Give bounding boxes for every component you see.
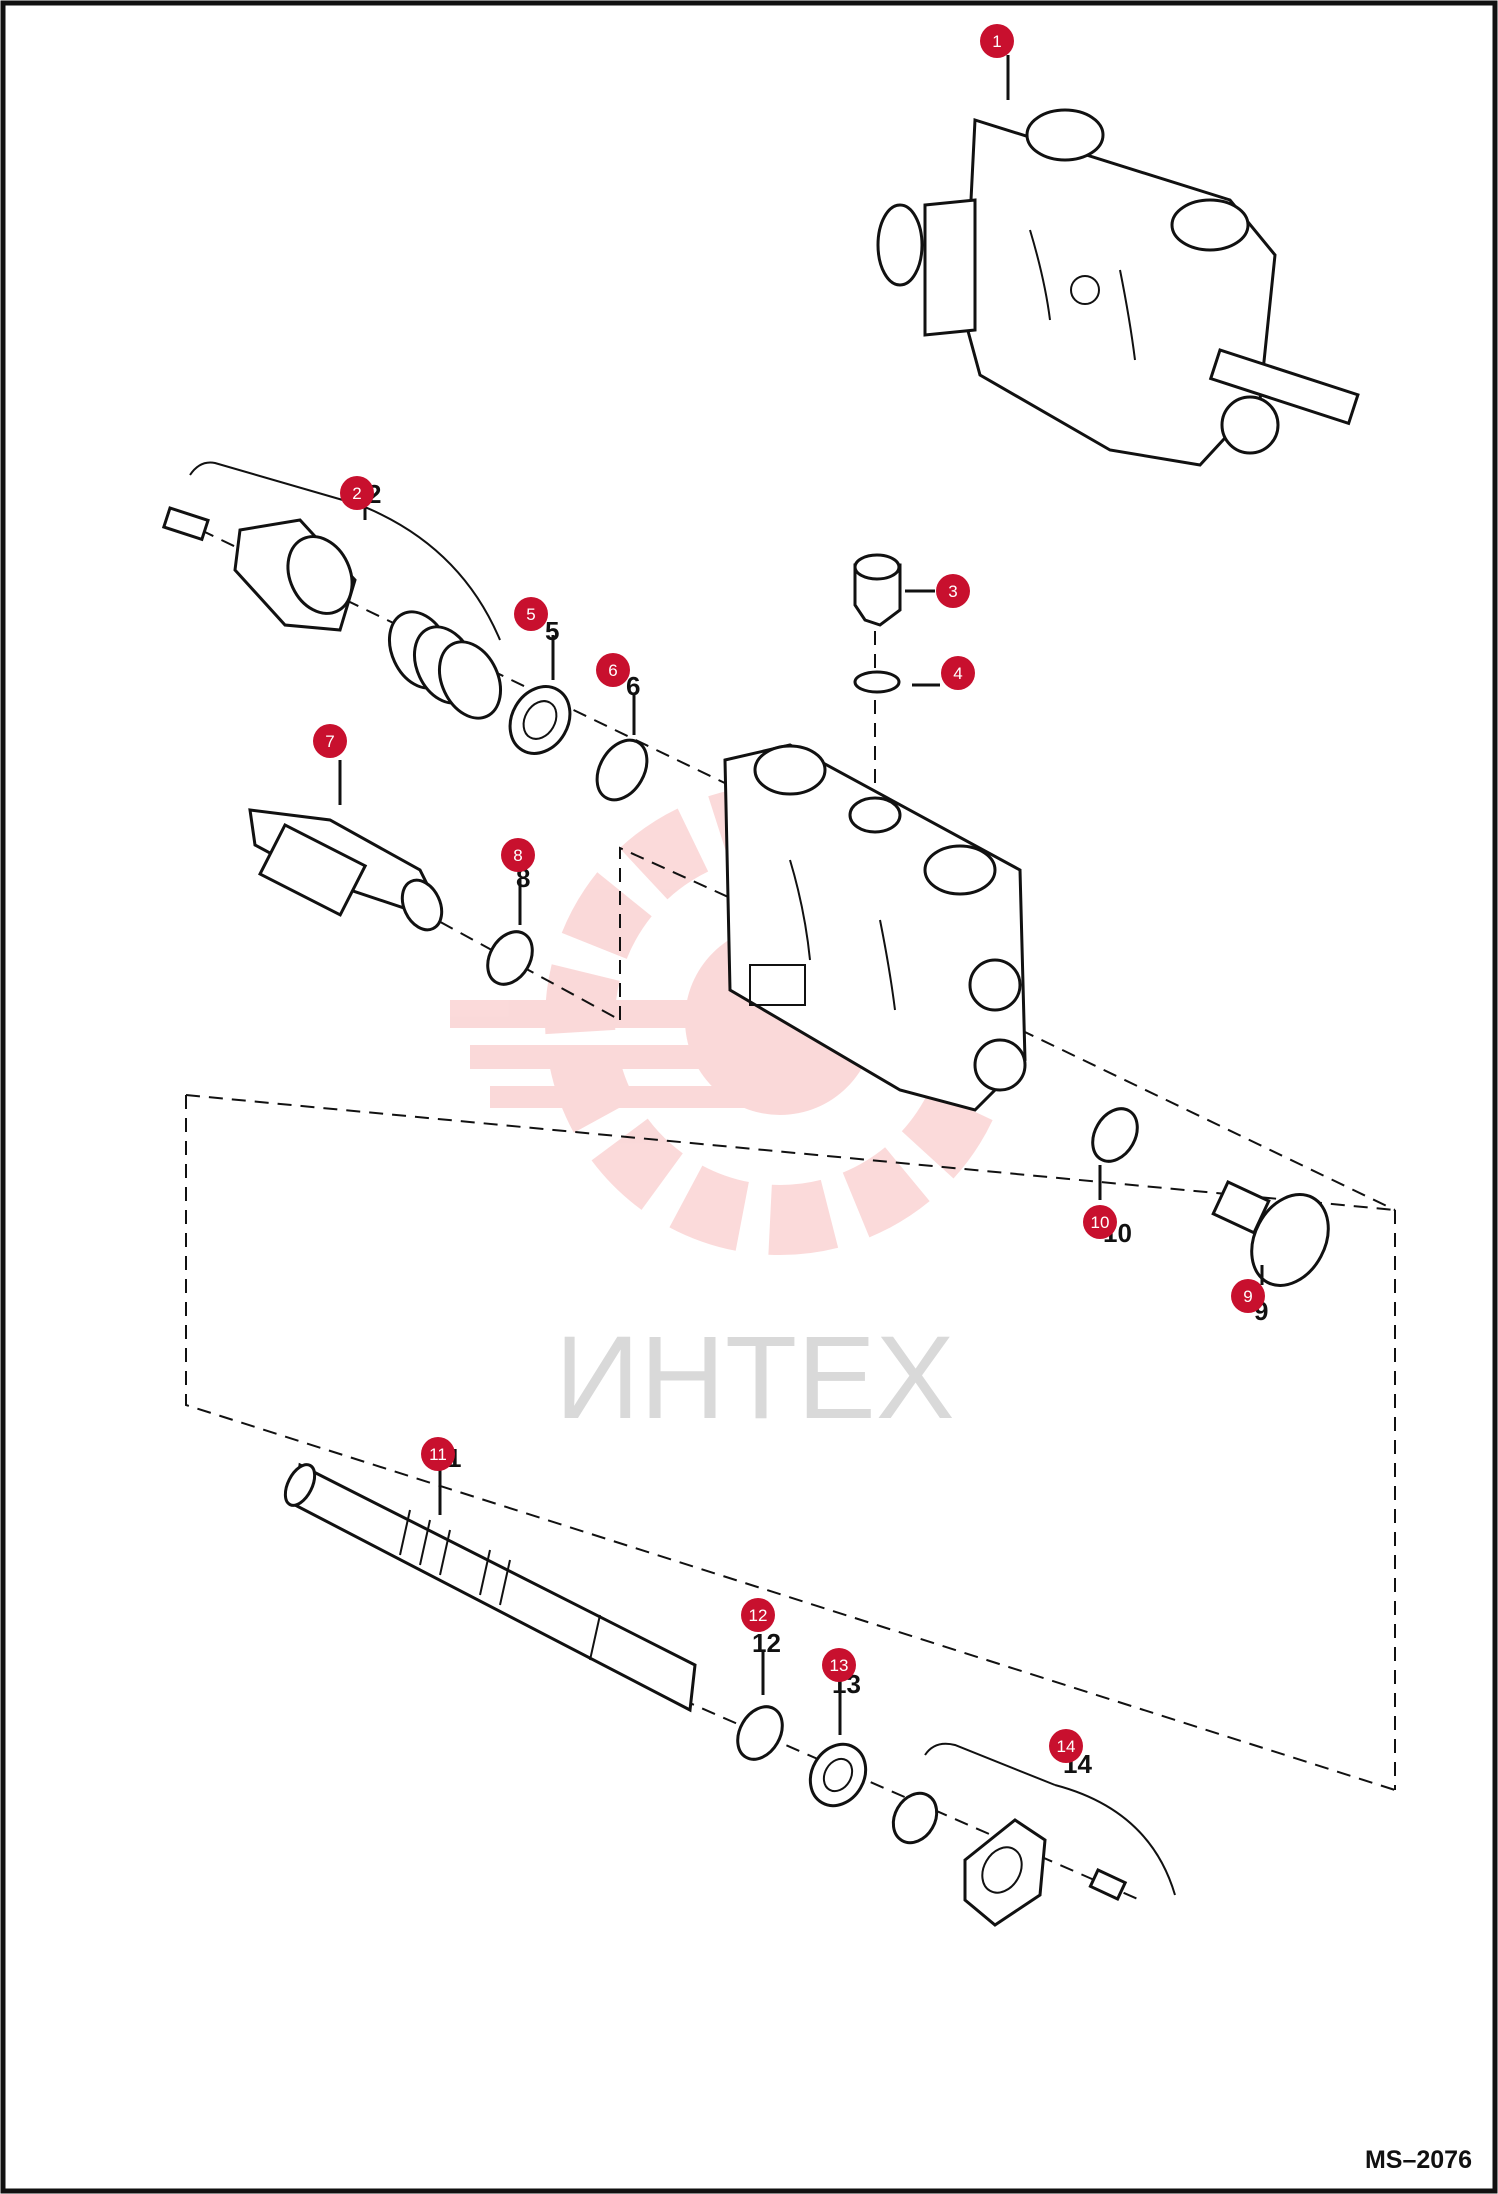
callout-markers: 1 2 3 4 5 6 7 8 [313,24,1265,1763]
callout-4[interactable]: 4 [941,656,975,690]
svg-text:6: 6 [608,661,617,680]
part-12-o-ring [736,1705,784,1761]
callout-6[interactable]: 6 [596,653,630,687]
svg-text:14: 14 [1057,1737,1076,1756]
callout-14[interactable]: 14 [1049,1729,1083,1763]
valve-body [723,743,1027,1112]
ref-label-5: 5 [545,616,559,646]
part-13-washer [808,1742,868,1808]
ref-label-6: 6 [626,671,640,701]
drawing-code: MS–2076 [1365,2146,1472,2174]
svg-text:9: 9 [1243,1287,1252,1306]
part-5-washer [508,685,572,755]
callout-11[interactable]: 11 [421,1437,455,1471]
part-3-plug [853,553,902,627]
svg-text:11: 11 [429,1445,447,1464]
svg-text:7: 7 [325,732,334,751]
svg-text:8: 8 [513,846,522,865]
ref-label-12: 12 [752,1628,781,1658]
svg-text:12: 12 [749,1606,768,1625]
callout-2[interactable]: 2 [340,476,374,510]
callout-13[interactable]: 13 [822,1648,856,1682]
callout-5[interactable]: 5 [514,597,548,631]
part-6-o-ring [595,738,649,802]
svg-text:1: 1 [992,32,1001,51]
part-8-o-ring [486,930,534,986]
callout-9[interactable]: 9 [1231,1279,1265,1313]
svg-text:10: 10 [1091,1213,1110,1232]
callout-12[interactable]: 12 [741,1598,775,1632]
svg-text:5: 5 [526,605,535,624]
part-10-o-ring [1091,1107,1139,1163]
part-11-spool [283,1462,697,1713]
part-4-o-ring [853,670,901,694]
callout-10[interactable]: 10 [1083,1205,1117,1239]
part-2-spring-cap [161,461,502,720]
svg-text:4: 4 [953,664,962,683]
svg-text:3: 3 [948,582,957,601]
callout-1[interactable]: 1 [980,24,1014,58]
part-1-valve-section-assembly [876,108,1360,467]
callout-8[interactable]: 8 [501,838,535,872]
part-7-relief-valve [248,808,444,932]
watermark-text: ИНТЕХ [555,1312,955,1444]
callout-3[interactable]: 3 [936,574,970,608]
callout-leaders [338,55,1264,1735]
svg-text:2: 2 [352,484,361,503]
part-9-plug [1211,1180,1330,1287]
svg-text:13: 13 [830,1656,849,1675]
callout-7[interactable]: 7 [313,724,347,758]
part-14-end-cap [891,1742,1176,1927]
